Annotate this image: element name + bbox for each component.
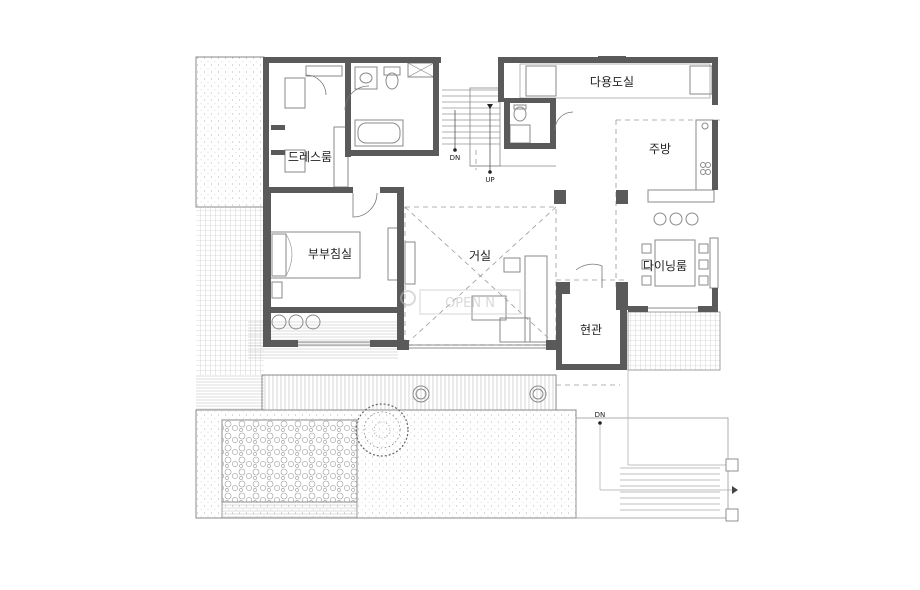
site-landscape — [195, 56, 721, 519]
room-label-entrance: 현관 — [580, 323, 602, 337]
deck-planters — [412, 385, 547, 403]
walls — [263, 56, 718, 370]
stair-up-upper: UP — [485, 176, 494, 184]
door-swings — [305, 74, 603, 288]
room-label-multipurpose: 다용도실 — [590, 75, 634, 89]
watermark-text: OPEN N — [445, 296, 495, 311]
interior-stair — [442, 87, 556, 174]
room-label-master-bedroom: 부부침실 — [308, 247, 352, 261]
exterior-stair — [575, 370, 739, 522]
windows — [298, 307, 698, 349]
tree-symbol — [355, 403, 409, 457]
room-label-dining: 다이닝룸 — [643, 259, 687, 273]
watermark-logo: OPEN N — [400, 289, 521, 315]
room-label-living: 거실 — [469, 249, 491, 263]
stair-dn-upper: DN — [450, 154, 461, 162]
stair-dn-lower: DN — [595, 411, 606, 419]
room-label-dressing: 드레스룸 — [288, 150, 332, 164]
room-label-kitchen: 주방 — [649, 142, 671, 156]
